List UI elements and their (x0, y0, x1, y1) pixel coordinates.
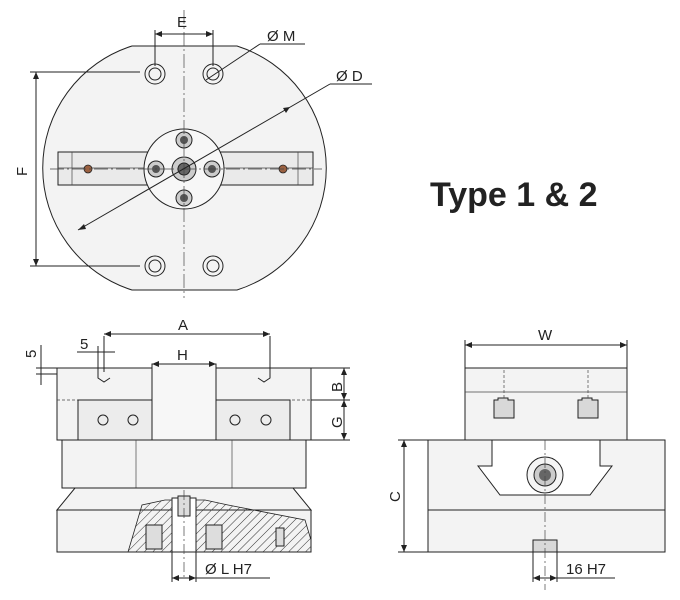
bolt-pattern (147, 131, 221, 207)
side-view (398, 340, 666, 590)
label-M: Ø M (267, 28, 295, 45)
label-slot: 16 H7 (566, 561, 606, 578)
label-5-vertical: 5 (23, 350, 40, 358)
label-5-horizontal: 5 (80, 336, 88, 353)
front-view (36, 331, 350, 582)
label-F: F (14, 167, 31, 176)
label-A: A (178, 317, 188, 334)
label-E: E (177, 14, 187, 31)
label-C: C (387, 491, 404, 502)
label-L: Ø L H7 (205, 561, 252, 578)
main-body (61, 439, 307, 489)
label-D: Ø D (336, 68, 363, 85)
side-top (464, 367, 628, 441)
top-view (30, 10, 372, 298)
label-G: G (329, 416, 346, 428)
jaw-screws (97, 414, 272, 426)
diagram-title: Type 1 & 2 (430, 176, 598, 214)
center-jaw (151, 363, 217, 441)
label-B: B (329, 382, 346, 392)
label-W: W (538, 327, 553, 344)
label-H: H (177, 347, 188, 364)
